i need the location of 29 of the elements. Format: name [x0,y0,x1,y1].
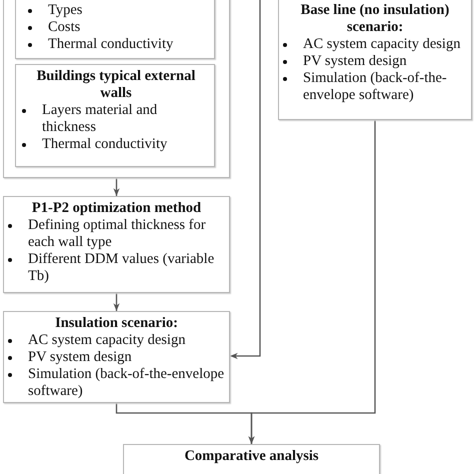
process-box [278,0,472,120]
list-item: Different DDM values (variable Tb) [28,251,216,285]
list-item: PV system design [28,349,132,366]
box-heading: P1-P2 optimization method [30,199,202,217]
group-box [3,0,230,178]
box-heading: Buildings typical external walls [36,67,196,102]
list-item: Layers material and thickness [42,102,158,136]
list-item: Types [48,2,82,19]
list-item: Costs [48,19,80,36]
box-heading: Insulation scenario: [54,314,179,332]
connector-arrow [113,293,120,311]
box-heading: Base line (no insulation) scenario: [300,1,450,36]
list-item: Simulation (back-of-the-envelope software) [303,70,448,104]
connector-arrow [113,178,120,196]
list-item: Simulation (back-of-the-envelope software) [28,366,225,400]
connector-arrow [230,0,261,360]
list-item: Thermal conductivity [48,36,174,53]
box-heading: Comparative analysis [183,447,320,465]
connector-arrow [248,120,376,444]
process-box [3,311,230,403]
process-box [15,64,215,167]
list-item: Defining optimal thickness for each wall type [28,217,207,251]
process-box [15,0,215,59]
list-item: AC system capacity design [303,36,460,53]
process-box [123,444,380,474]
list-item: AC system capacity design [28,332,186,349]
list-item: Thermal conductivity [42,136,168,153]
list-item: PV system design [303,53,407,70]
process-box [3,196,230,293]
